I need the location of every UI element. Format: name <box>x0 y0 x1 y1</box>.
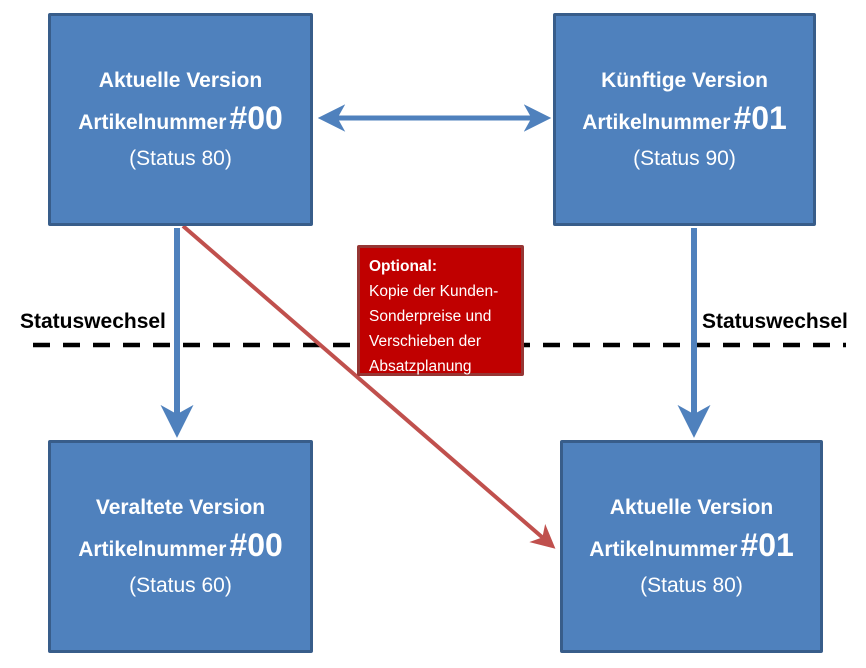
optional-note-line: Verschieben der <box>369 333 482 350</box>
box-title: Aktuelle Version <box>98 69 263 92</box>
optional-note-line: Kopie der Kunden- <box>369 283 499 300</box>
arrow-red-diagonal <box>181 224 556 549</box>
optional-note-title: Optional: <box>369 258 438 275</box>
box-status: (Status 80) <box>640 574 743 597</box>
article-number-value: #00 <box>229 527 283 563</box>
box-veraltete-version-00: Veraltete Version Artikelnummer #00 (Sta… <box>48 440 313 653</box>
box-status: (Status 60) <box>129 574 232 597</box>
optional-note-line: Sonderpreise und <box>369 308 492 325</box>
box-aktuelle-version-00: Aktuelle Version Artikelnummer #00 (Stat… <box>48 13 313 226</box>
box-aktuelle-version-01: Aktuelle Version Artikelnummer #01 (Stat… <box>560 440 823 653</box>
box-article-number: Artikelnummer #00 <box>78 98 283 143</box>
optional-note: Optional: Kopie der Kunden- Sonderpreise… <box>357 245 524 376</box>
box-kuenftige-version-01: Künftige Version Artikelnummer #01 (Stat… <box>553 13 816 226</box>
box-article-number: Artikelnummer #01 <box>582 98 787 143</box>
box-article-number: Artikelnummer #00 <box>78 525 283 570</box>
article-label: Artikelnummer <box>582 111 731 134</box>
statuswechsel-label-left: Statuswechsel <box>20 310 166 333</box>
box-article-number: Artikelnummer #01 <box>589 525 794 570</box>
box-status: (Status 90) <box>633 147 736 170</box>
optional-note-line: Absatzplanung <box>369 358 472 375</box>
article-number-value: #01 <box>740 527 794 563</box>
box-title: Veraltete Version <box>95 496 266 519</box>
article-label: Artikelnummer <box>78 111 227 134</box>
article-number-value: #01 <box>733 100 787 136</box>
article-label: Artikelnummer <box>589 538 738 561</box>
box-status: (Status 80) <box>129 147 232 170</box>
article-number-value: #00 <box>229 100 283 136</box>
article-label: Artikelnummer <box>78 538 227 561</box>
box-title: Aktuelle Version <box>609 496 774 519</box>
box-title: Künftige Version <box>601 69 768 92</box>
statuswechsel-label-right: Statuswechsel <box>702 310 848 333</box>
